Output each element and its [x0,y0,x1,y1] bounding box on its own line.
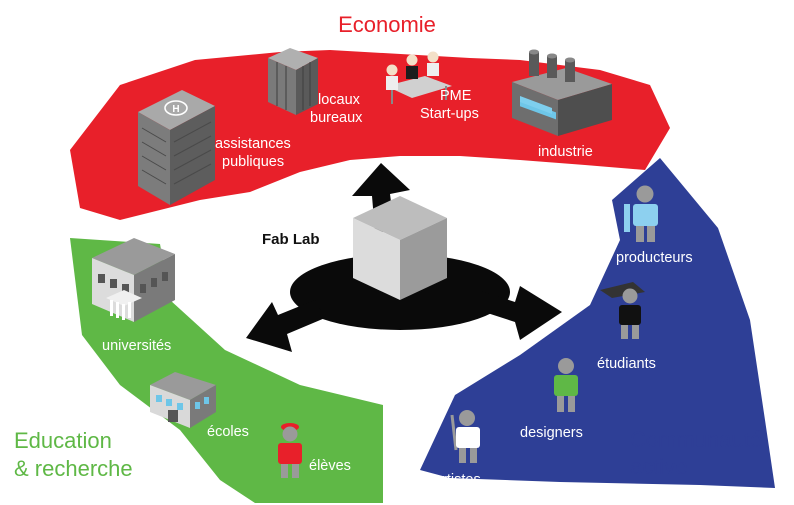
education-title-line1: Education [14,428,112,453]
artist-person-icon [450,410,480,463]
economy-title: Economie [338,12,436,37]
community-band [420,158,775,488]
label-students: étudiants [597,356,656,372]
label-public-assistance-line1: assistances [215,136,291,152]
student-person-icon [600,282,645,339]
label-schools: écoles [207,424,249,440]
svg-text:H: H [172,104,179,115]
cube-icon [353,196,447,300]
fab-lab-label: Fab Lab [262,231,320,248]
community-title-line1: Communauté [630,427,762,452]
label-pupils: élèves [309,458,351,474]
label-designers: designers [520,425,583,441]
arrow-right-community [478,286,562,340]
university-icon [92,238,175,322]
arrow-up-economy [352,163,410,232]
pupil-person-icon [278,423,302,478]
factory-icon [512,49,612,136]
hospital-building-icon: H [138,90,215,205]
label-offices-line1: locaux [318,92,361,108]
community-title-line2: active [630,454,687,479]
label-universities: universités [102,338,171,354]
label-public-assistance-line2: publiques [222,154,284,170]
office-building-icon [268,48,318,115]
producer-person-icon [624,185,658,242]
label-sme-line2: Start-ups [420,106,479,122]
designer-person-icon [554,358,578,412]
education-title-line2: & recherche [14,456,133,481]
label-offices-line2: bureaux [310,110,363,126]
school-icon [150,372,216,428]
label-artists: artistes [434,472,481,488]
meeting-people-icon [386,51,452,104]
label-industry: industrie [538,144,593,160]
label-producers: producteurs [616,250,693,266]
arrow-left-education [246,300,325,352]
label-sme-line1: PME [440,88,472,104]
